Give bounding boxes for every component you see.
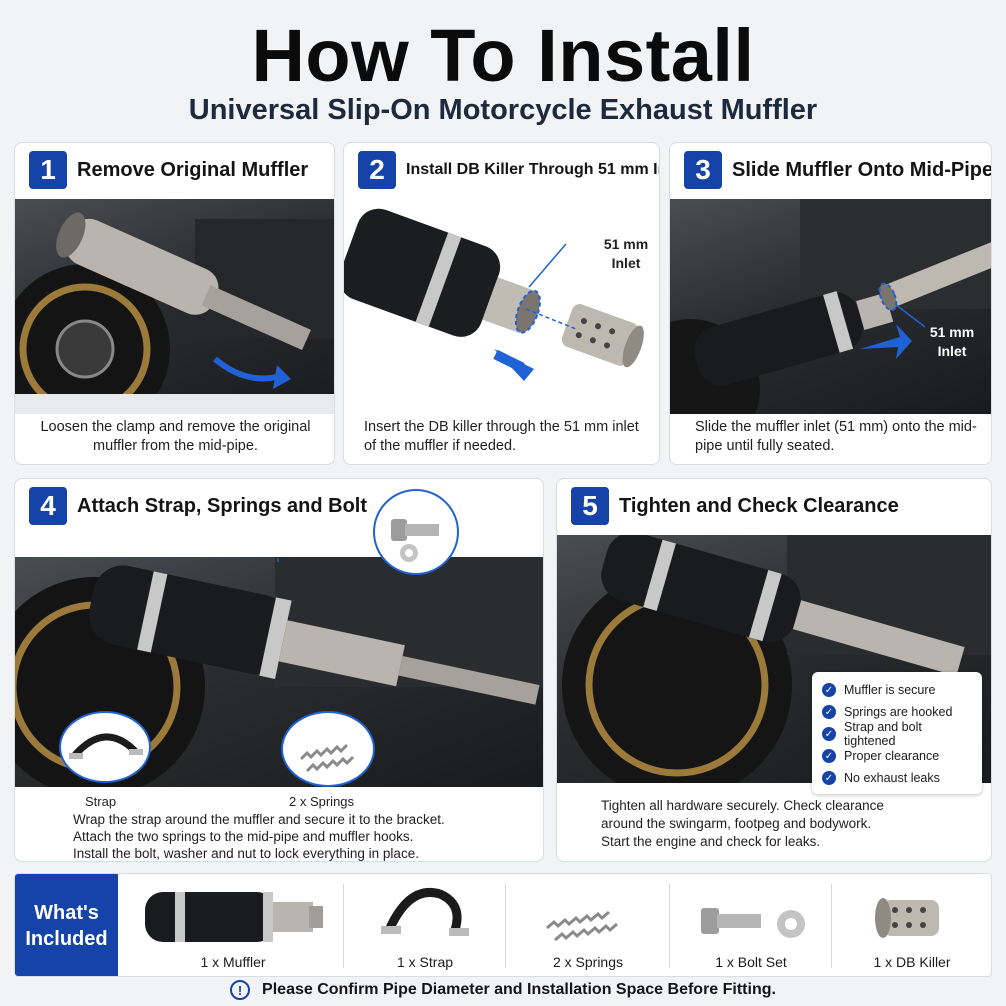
step-1-card: 1 Remove Original Muffler Loosen the cla… (14, 142, 335, 465)
step-3-photo (670, 199, 991, 414)
step-5-number: 5 (571, 487, 609, 525)
checklist-item: ✓ Muffler is secure (822, 679, 972, 701)
step-2-number: 2 (358, 151, 396, 189)
checklist-item-label: Springs are hooked (844, 705, 953, 719)
step-2-card: 2 Install DB Killer Through 51 mm Inlet (343, 142, 660, 465)
step-3-header: 3 Slide Muffler Onto Mid-Pipe (684, 151, 992, 189)
step-1-photo (15, 199, 334, 414)
footer-notice: ! Please Confirm Pipe Diameter and Insta… (0, 978, 1006, 1002)
checklist-item-label: Strap and bolt tightened (844, 720, 922, 748)
step-2-callout: 51 mm Inlet (603, 236, 649, 271)
step-3-callout: 51 mm Inlet (929, 324, 975, 359)
divider (831, 884, 832, 968)
step-2-caption: Insert the DB killer through the 51 mm i… (364, 419, 639, 454)
step-5-caption-line-1: Tighten all hardware securely. Check cle… (601, 798, 884, 813)
checklist-item: ✓ Springs are hooked (822, 701, 972, 723)
springs-inset (281, 711, 375, 787)
step-3-number: 3 (684, 151, 722, 189)
step-3-caption: Slide the muffler inlet (51 mm) onto the… (695, 419, 977, 454)
step-5-header: 5 Tighten and Check Clearance (571, 487, 899, 525)
strap-icon (381, 888, 469, 936)
included-item-strap: 1 x Strap (345, 874, 505, 976)
divider (343, 884, 344, 968)
check-icon: ✓ (822, 683, 836, 697)
page-subtitle: Universal Slip-On Motorcycle Exhaust Muf… (188, 94, 818, 126)
included-item-db-killer: 1 x DB Killer (833, 874, 991, 976)
springs-label: 2 x Springs (289, 794, 355, 809)
checklist-item: ✓ Strap and bolt tightened (822, 720, 972, 748)
footer-text: Please Confirm Pipe Diameter and Install… (262, 981, 776, 998)
step-4-number: 4 (29, 487, 67, 525)
check-icon: ✓ (822, 727, 836, 741)
step-5-caption-line-3: Start the engine and check for leaks. (601, 834, 821, 849)
step-5-title: Tighten and Check Clearance (619, 494, 899, 517)
step-4-caption-line-1: Wrap the strap around the muffler and se… (73, 812, 445, 827)
check-icon: ✓ (822, 705, 836, 719)
step-5-caption-line-2: around the swingarm, footpeg and bodywor… (601, 816, 872, 831)
check-icon: ✓ (822, 749, 836, 763)
included-item-muffler: 1 x Muffler (123, 874, 343, 976)
strap-inset (59, 711, 151, 783)
checklist-item-label: Proper clearance (844, 749, 940, 763)
page-title: How To Install (251, 14, 755, 97)
step-4-caption-line-3: Install the bolt, washer and nut to lock… (73, 846, 419, 861)
warning-icon: ! (230, 980, 251, 1000)
step-4-header: 4 Attach Strap, Springs and Bolt (29, 487, 367, 525)
db-killer-icon (875, 898, 939, 938)
step-5-card: 5 Tighten and Check Clearance Tighten al… (556, 478, 992, 862)
step-3-card: 3 Slide Muffler Onto Mid-Pipe 51 mm Inle… (669, 142, 992, 465)
included-item-label: 1 x Bolt Set (715, 954, 787, 970)
step-5-photo (557, 535, 991, 783)
included-item-label: 2 x Springs (552, 954, 624, 970)
whats-included-tag: What's Included (15, 874, 118, 976)
included-item-label: 1 x Muffler (200, 954, 266, 970)
muffler-icon (145, 892, 323, 942)
whats-included-panel: What's Included 1 x Muffler 1 x Strap 2 … (14, 873, 992, 977)
divider (505, 884, 506, 968)
checklist-item: ✓ No exhaust leaks (822, 767, 972, 789)
checklist-item-label: Muffler is secure (844, 683, 936, 697)
bolt-inset (373, 489, 459, 575)
springs-icon (546, 910, 618, 942)
checklist-item: ✓ Proper clearance (822, 745, 972, 767)
step-2-title: Install DB Killer Through 51 mm Inlet (406, 161, 660, 178)
clearance-checklist: ✓ Muffler is secure ✓ Springs are hooked ✓… (812, 672, 982, 794)
step-4-card: 4 Attach Strap, Springs and Bolt (14, 478, 544, 862)
step-1-caption: Loosen the clamp and remove the original… (40, 419, 311, 454)
bolt-set-icon (701, 908, 805, 938)
step-3-title: Slide Muffler Onto Mid-Pipe (732, 158, 992, 181)
step-1-title: Remove Original Muffler (77, 158, 309, 181)
step-2-header: 2 Install DB Killer Through 51 mm Inlet (358, 151, 660, 189)
included-item-bolt-set: 1 x Bolt Set (671, 874, 831, 976)
step-1-number: 1 (29, 151, 67, 189)
included-item-springs: 2 x Springs (507, 874, 669, 976)
step-4-title: Attach Strap, Springs and Bolt (77, 494, 368, 517)
step-4-caption-line-2: Attach the two springs to the mid-pipe a… (73, 829, 414, 844)
check-icon: ✓ (822, 771, 836, 785)
included-item-label: 1 x DB Killer (873, 954, 951, 970)
strap-label: Strap (85, 794, 117, 809)
step-2-illustration (344, 199, 659, 414)
step-1-header: 1 Remove Original Muffler (29, 151, 308, 189)
divider (669, 884, 670, 968)
included-item-label: 1 x Strap (396, 954, 454, 970)
checklist-item-label: No exhaust leaks (844, 771, 940, 785)
